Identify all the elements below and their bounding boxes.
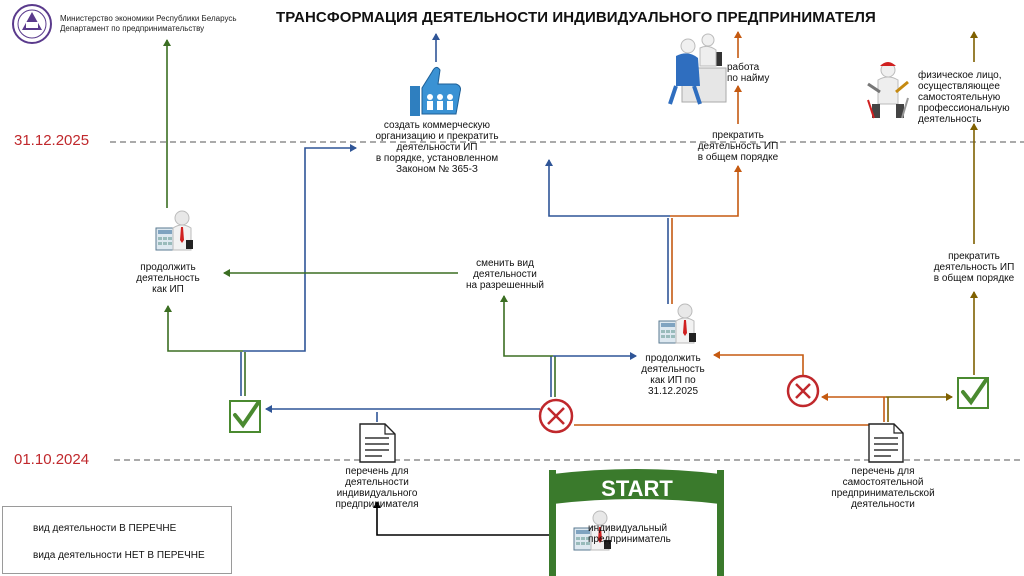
- legend-in-list: вид деятельности В ПЕРЕЧНЕ: [33, 523, 177, 534]
- person-icon: [658, 303, 696, 344]
- node-list-self: перечень для самостоятельной предпринима…: [831, 466, 935, 510]
- org-name: Министерство экономики Республики Белару…: [60, 14, 237, 33]
- cross-icon: [786, 374, 820, 408]
- document-icon: [868, 423, 904, 463]
- node-continue-ip: продолжить деятельность как ИП: [136, 262, 200, 295]
- arrow-check-to-continue: [164, 305, 243, 352]
- node-individual: физическое лицо, осуществляющее самостоя…: [918, 70, 1010, 125]
- likes-icon: [410, 66, 461, 116]
- document-icon: [359, 423, 396, 463]
- person-icon: [573, 510, 611, 551]
- node-continue-until: продолжить деятельность как ИП по 31.12.…: [641, 353, 705, 397]
- start-banner: START: [549, 469, 724, 576]
- node-change-activity: сменить вид деятельности на разрешенный: [466, 258, 544, 291]
- node-hired-work: работа по найму: [727, 62, 770, 84]
- legend-not-in-list: вида деятельности НЕТ В ПЕРЕЧНЕ: [33, 550, 205, 561]
- cross-icon: [538, 398, 574, 434]
- person-icon: [155, 210, 193, 251]
- emblem-icon: [12, 4, 52, 44]
- node-list-ip: перечень для деятельности индивидуальног…: [335, 466, 419, 510]
- arrow-until-to-create-org: [545, 159, 670, 217]
- office-workers-icon: [668, 33, 727, 105]
- arrow-start-to-list: [373, 501, 549, 536]
- legend: вид деятельности В ПЕРЕЧНЕ вида деятельн…: [2, 506, 232, 574]
- node-stop-ip-right: прекратить деятельность ИП в общем поряд…: [933, 251, 1015, 284]
- node-ip: индивидуальный предприниматель: [588, 523, 671, 545]
- date-top: 31.12.2025: [14, 132, 90, 149]
- arrow-cross-to-self-list: [574, 424, 890, 434]
- date-bottom: 01.10.2024: [14, 451, 90, 468]
- arrow-cross-to-change: [500, 295, 553, 357]
- arrow-until-to-stop: [670, 165, 742, 217]
- node-stop-ip-center: прекратить деятельность ИП в общем поряд…: [697, 130, 779, 163]
- node-create-org: создать коммерческую организацию и прекр…: [375, 120, 499, 175]
- check-icon: [957, 377, 989, 409]
- arrow-cross-right-to-until: [713, 351, 804, 375]
- page-title: ТРАНСФОРМАЦИЯ ДЕЯТЕЛЬНОСТИ ИНДИВИДУАЛЬНО…: [276, 9, 876, 26]
- craftsman-icon: [867, 62, 909, 119]
- start-label: START: [601, 476, 673, 501]
- arrow-check-to-create-org: [243, 144, 357, 352]
- check-icon: [229, 400, 261, 433]
